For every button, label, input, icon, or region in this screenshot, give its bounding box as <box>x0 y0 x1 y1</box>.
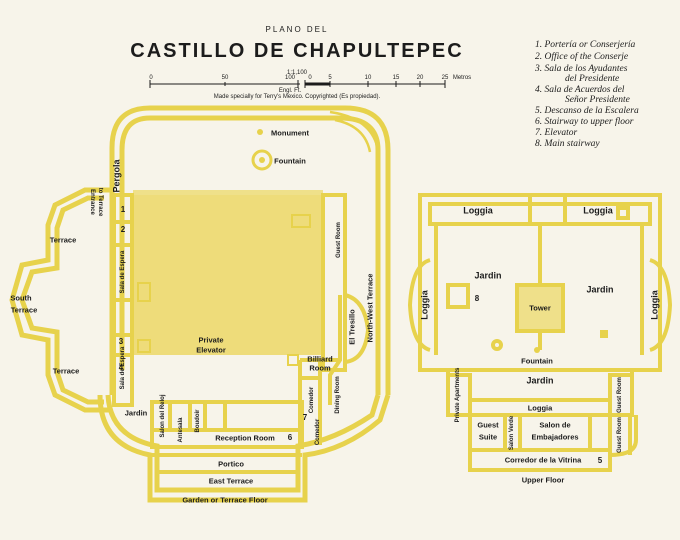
label-salon-de: Salon de <box>539 420 571 430</box>
label-monument: Monument <box>271 128 309 138</box>
label-corredor: Corredor de la Vitrina <box>504 455 582 465</box>
label-private: Private <box>198 335 224 345</box>
scale-m-15: 15 <box>392 75 400 81</box>
room-number-7: 7 <box>302 413 308 422</box>
copyright-credit: Made specially for Terry's Mexico. Copyr… <box>213 94 381 100</box>
room-number-8: 8 <box>474 294 480 303</box>
label-loggia-bottom: Loggia <box>527 403 553 413</box>
label-to-terrace: to Terrace <box>97 187 103 217</box>
label-sala-espera-top: Sala de Espera <box>120 250 126 294</box>
label-salon-reloj: Salon del Reloj <box>160 394 166 438</box>
label-terrace-bottom: Terrace <box>52 366 80 376</box>
label-upper-fountain: Fountain <box>521 356 553 366</box>
label-fountain: Fountain <box>274 156 306 166</box>
legend-item-8: 8. Main stairway <box>535 139 600 149</box>
room-number-1: 1 <box>120 205 126 214</box>
label-private-apartments: Private Apartments <box>455 367 461 423</box>
scale-ratio: 1:1,100 <box>286 70 308 76</box>
label-loggia-right: Loggia <box>649 290 660 320</box>
label-pergola: Pergola <box>111 159 122 193</box>
legend-item-3: 3. Sala de los Ayudantes <box>535 64 628 74</box>
scale-ft-100: 100 <box>284 75 296 81</box>
map-subtitle: PLANO DEL <box>265 25 329 34</box>
label-billiard-room: Room <box>309 363 331 373</box>
room-number-5: 5 <box>597 456 603 465</box>
scale-m-5: 5 <box>328 75 332 81</box>
caption-upper-floor: Upper Floor <box>521 475 565 485</box>
legend-item-5: 5. Descanso de la Escalera <box>535 106 639 116</box>
legend-item-6: 6. Stairway to upper floor <box>535 117 634 127</box>
label-guest-room: Guest Room <box>336 222 342 258</box>
legend-item-1: 1. Portería or Conserjería <box>535 40 636 50</box>
scale-m-25: 25 <box>441 75 449 81</box>
label-jardin-left: Jardin <box>474 270 502 281</box>
label-dining-room: Dining Room <box>335 376 341 414</box>
label-elevator: Elevator <box>196 345 226 355</box>
label-reception-room: Reception Room <box>215 433 275 443</box>
label-billiard: Billiard <box>307 354 333 364</box>
label-loggia-left: Loggia <box>419 290 430 320</box>
label-loggia-top-left: Loggia <box>463 205 493 216</box>
scale-ft-unit: Engl. Ft. <box>278 88 302 94</box>
label-south-terrace-2: Terrace <box>10 305 38 315</box>
legend-item-3-cont: del Presidente <box>565 74 620 84</box>
label-guest-room-lower: Guest Room <box>617 417 623 453</box>
label-terrace-top: Terrace <box>49 235 77 245</box>
label-guest-room-right: Guest Room <box>617 377 623 413</box>
label-tower: Tower <box>529 303 551 313</box>
scale-ft-50: 50 <box>221 75 229 81</box>
monument-marker <box>257 129 263 135</box>
legend-item-4: 4. Sala de Acuerdos del <box>535 85 625 95</box>
label-guest-suite-1: Guest <box>477 420 499 430</box>
legend-item-7: 7. Elevator <box>535 128 578 138</box>
scale-m-unit: Metros <box>452 75 472 81</box>
room-number-3: 3 <box>118 337 124 346</box>
room-number-2: 2 <box>120 225 126 234</box>
label-jardin-right: Jardin <box>586 284 614 295</box>
label-portico: Portico <box>218 459 244 469</box>
label-antesala: Antesala <box>178 417 184 443</box>
legend-item-4-cont: Señor Presidente <box>565 95 630 105</box>
label-loggia-top-right: Loggia <box>583 205 613 216</box>
scale-m-10: 10 <box>364 75 372 81</box>
label-guest-suite-2: Suite <box>478 432 498 442</box>
scale-ft-0: 0 <box>149 75 153 81</box>
room-number-4: 4 <box>118 363 124 372</box>
label-jardin: Jardin <box>124 408 148 418</box>
map-title: CASTILLO DE CHAPULTEPEC <box>130 40 464 62</box>
upper-floor-plan <box>407 193 673 472</box>
label-embajadores: Embajadores <box>531 432 579 442</box>
scale-m-20: 20 <box>416 75 424 81</box>
label-comedor-top: Comedor <box>309 386 315 414</box>
label-el-tresillo: El Tresillo <box>347 309 357 345</box>
room-number-6: 6 <box>287 433 293 442</box>
garden-floor-plan <box>9 105 391 503</box>
scale-bar <box>149 80 446 88</box>
label-east-terrace: East Terrace <box>208 476 254 486</box>
label-north-west-terrace: North-West Terrace <box>365 273 375 343</box>
label-salon-verde: Salon Verde <box>509 415 515 451</box>
label-comedor-bottom: Comedor <box>315 418 321 446</box>
label-boudoir: Boudoir <box>195 409 201 433</box>
label-jardin-bottom: Jardin <box>526 375 554 386</box>
label-entrance: Entrance <box>89 189 95 215</box>
fountain-marker <box>251 149 273 171</box>
legend-item-2: 2. Office of the Conserje <box>535 52 629 62</box>
scale-m-0: 0 <box>308 75 312 81</box>
caption-garden-floor: Garden or Terrace Floor <box>182 495 268 505</box>
label-south-terrace-1: South <box>10 293 32 303</box>
